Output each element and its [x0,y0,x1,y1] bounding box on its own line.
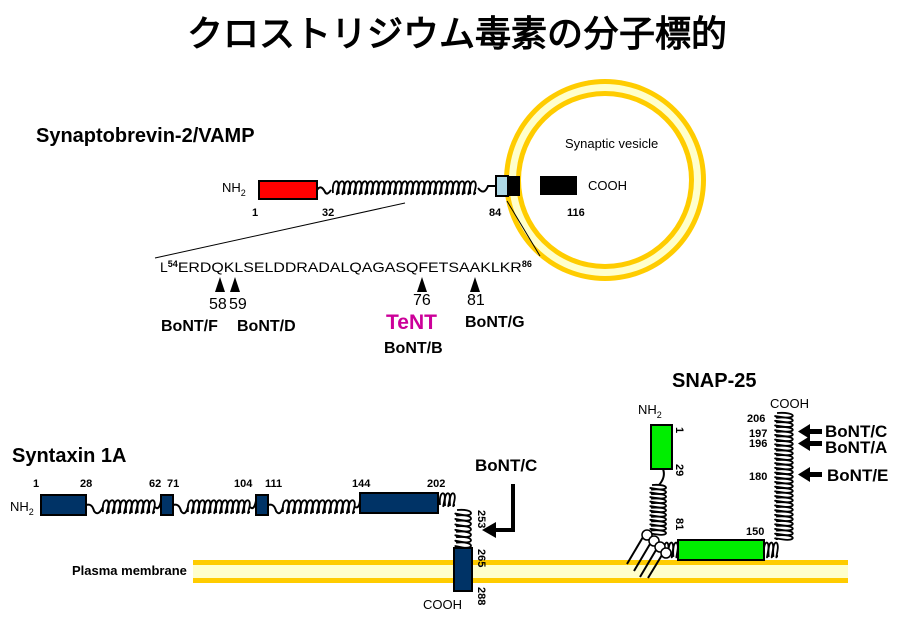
syntaxin-residue-253: 253 [475,510,487,528]
snap25-residue-81: 81 [673,518,685,530]
snap25-toxin-bont-a: BoNT/A [825,438,887,457]
zoom-line-right [506,200,541,257]
plasma-membrane [193,560,848,583]
vamp-residue-84: 84 [489,207,502,219]
cleavage-arrow-81 [470,277,480,292]
cleavage-arrow-58 [215,277,225,292]
syntaxin-heading: Syntaxin 1A [12,445,126,467]
vamp-transmembrane-domain [508,176,520,196]
vamp-proline-rich-domain [258,180,318,200]
snap25-residue-180: 180 [749,471,767,483]
snap25-residue-150: 150 [746,526,764,538]
synaptobrevin-heading: Synaptobrevin-2/VAMP [36,125,255,147]
cleavage-site-58: 58 [209,296,227,313]
synaptic-vesicle [504,79,706,281]
palmitoyl-anchors [626,529,672,579]
plasma-membrane-label: Plasma membrane [72,563,187,578]
syntaxin-linker [172,503,189,515]
coil-path [774,411,794,541]
syntaxin-domain-144-202 [359,492,439,514]
syntaxin-residue-144: 144 [352,478,371,490]
syntaxin-cleavage-arrow-shaft [492,484,515,532]
syntaxin-residue-202: 202 [427,478,445,490]
coil-path [101,499,156,515]
toxin-bont-f: BoNT/F [161,318,218,335]
vesicle-lumen [521,96,689,264]
snap25-linker-coil-right [762,541,779,559]
vamp-linker [316,186,332,195]
membrane-inner [193,565,848,578]
snap25-residue-1: 1 [673,427,685,433]
syntaxin-cleavage-arrow-head [482,522,496,538]
vamp-nterm-label: NH2 [222,180,246,198]
snap25-residue-29: 29 [673,464,685,476]
syntaxin-linker [267,503,284,515]
syntaxin-domain-62-71 [160,494,174,516]
coil-path [186,499,251,515]
snap25-snare-coil-n [649,483,667,536]
toxin-tent: TeNT [386,311,437,334]
snap25-cysteine-rich-linker [677,539,765,561]
coil-path [454,508,472,549]
syntaxin-residue-288: 288 [475,587,487,605]
cleavage-arrow-59 [230,277,240,292]
syntaxin-residue-265: 265 [475,549,487,567]
syntaxin-residue-1: 1 [33,478,39,490]
toxin-bont-g: BoNT/G [465,314,525,331]
snap25-cleavage-arrow-bont-a [798,436,822,451]
snap25-toxin-bont-c: BoNT/C [825,422,887,441]
toxin-bont-b: BoNT/B [384,340,443,357]
cleavage-site-59: 59 [229,296,247,313]
syntaxin-nterm-label: NH2 [10,499,34,517]
snap25-heading: SNAP-25 [672,370,756,392]
syntaxin-helix-habc-a [85,499,361,515]
cleavage-site-81: 81 [467,292,485,309]
vesicle-label: Synaptic vesicle [565,136,658,151]
vamp-residue-1: 1 [252,207,258,219]
syntaxin-residue-104: 104 [234,478,253,490]
vamp-linker-2 [477,185,496,193]
vamp-c-terminal-segment [540,176,577,195]
snap25-cterm-label: COOH [770,396,809,411]
coil-path [649,483,667,536]
coil-path [281,499,356,515]
snap25-cleavage-arrow-bont-e [798,467,822,482]
snap25-cleavage-arrow-bont-c [798,424,822,439]
syntaxin-snare-coil [438,492,472,549]
snap25-toxin-bont-e: BoNT/E [827,466,888,485]
syntaxin-domain-1-28 [40,494,87,516]
syntaxin-residue-62: 62 [149,478,161,490]
syntaxin-residue-28: 28 [80,478,92,490]
syntaxin-domain-104-111 [255,494,269,516]
vamp-residue-116: 116 [567,207,585,219]
syntaxin-residue-111: 111 [265,478,282,490]
coil-path [438,492,456,508]
syntaxin-helix-habc-c [281,499,356,515]
toxin-bont-d: BoNT/D [237,318,296,335]
snap25-n-terminal-domain [650,424,673,470]
snap25-residue-197: 197 [749,428,767,440]
vamp-snare-coil [331,180,477,196]
syntaxin-helix-habc-b [186,499,251,515]
coil-path [762,541,779,559]
syntaxin-toxin-bont-c: BoNT/C [475,456,537,475]
snap25-snare-coil-c [774,411,794,541]
syntaxin-residue-71: 71 [167,478,179,490]
zoom-line-left [154,202,406,259]
cleavage-arrow-76 [417,277,427,292]
snap25-nterm-label: NH2 [638,402,662,420]
syntaxin-transmembrane-domain [453,547,473,592]
snap25-residue-196: 196 [749,438,767,450]
vamp-cterm-label: COOH [588,178,627,193]
snap25-linker [658,468,665,486]
page-title: クロストリジウム毒素の分子標的 [187,14,727,55]
syntaxin-cterm-label: COOH [423,597,462,612]
vamp-residue-32: 32 [322,207,334,219]
vamp-sequence: L54ERDQKLSELDDRADALQAGASQFETSAAKLKR86 [160,259,532,275]
vamp-juxtamembrane-region [495,175,509,197]
coil-path [331,180,477,196]
snap25-residue-206: 206 [747,413,765,425]
syntaxin-linker [85,503,104,515]
cleavage-site-76: 76 [413,292,431,309]
